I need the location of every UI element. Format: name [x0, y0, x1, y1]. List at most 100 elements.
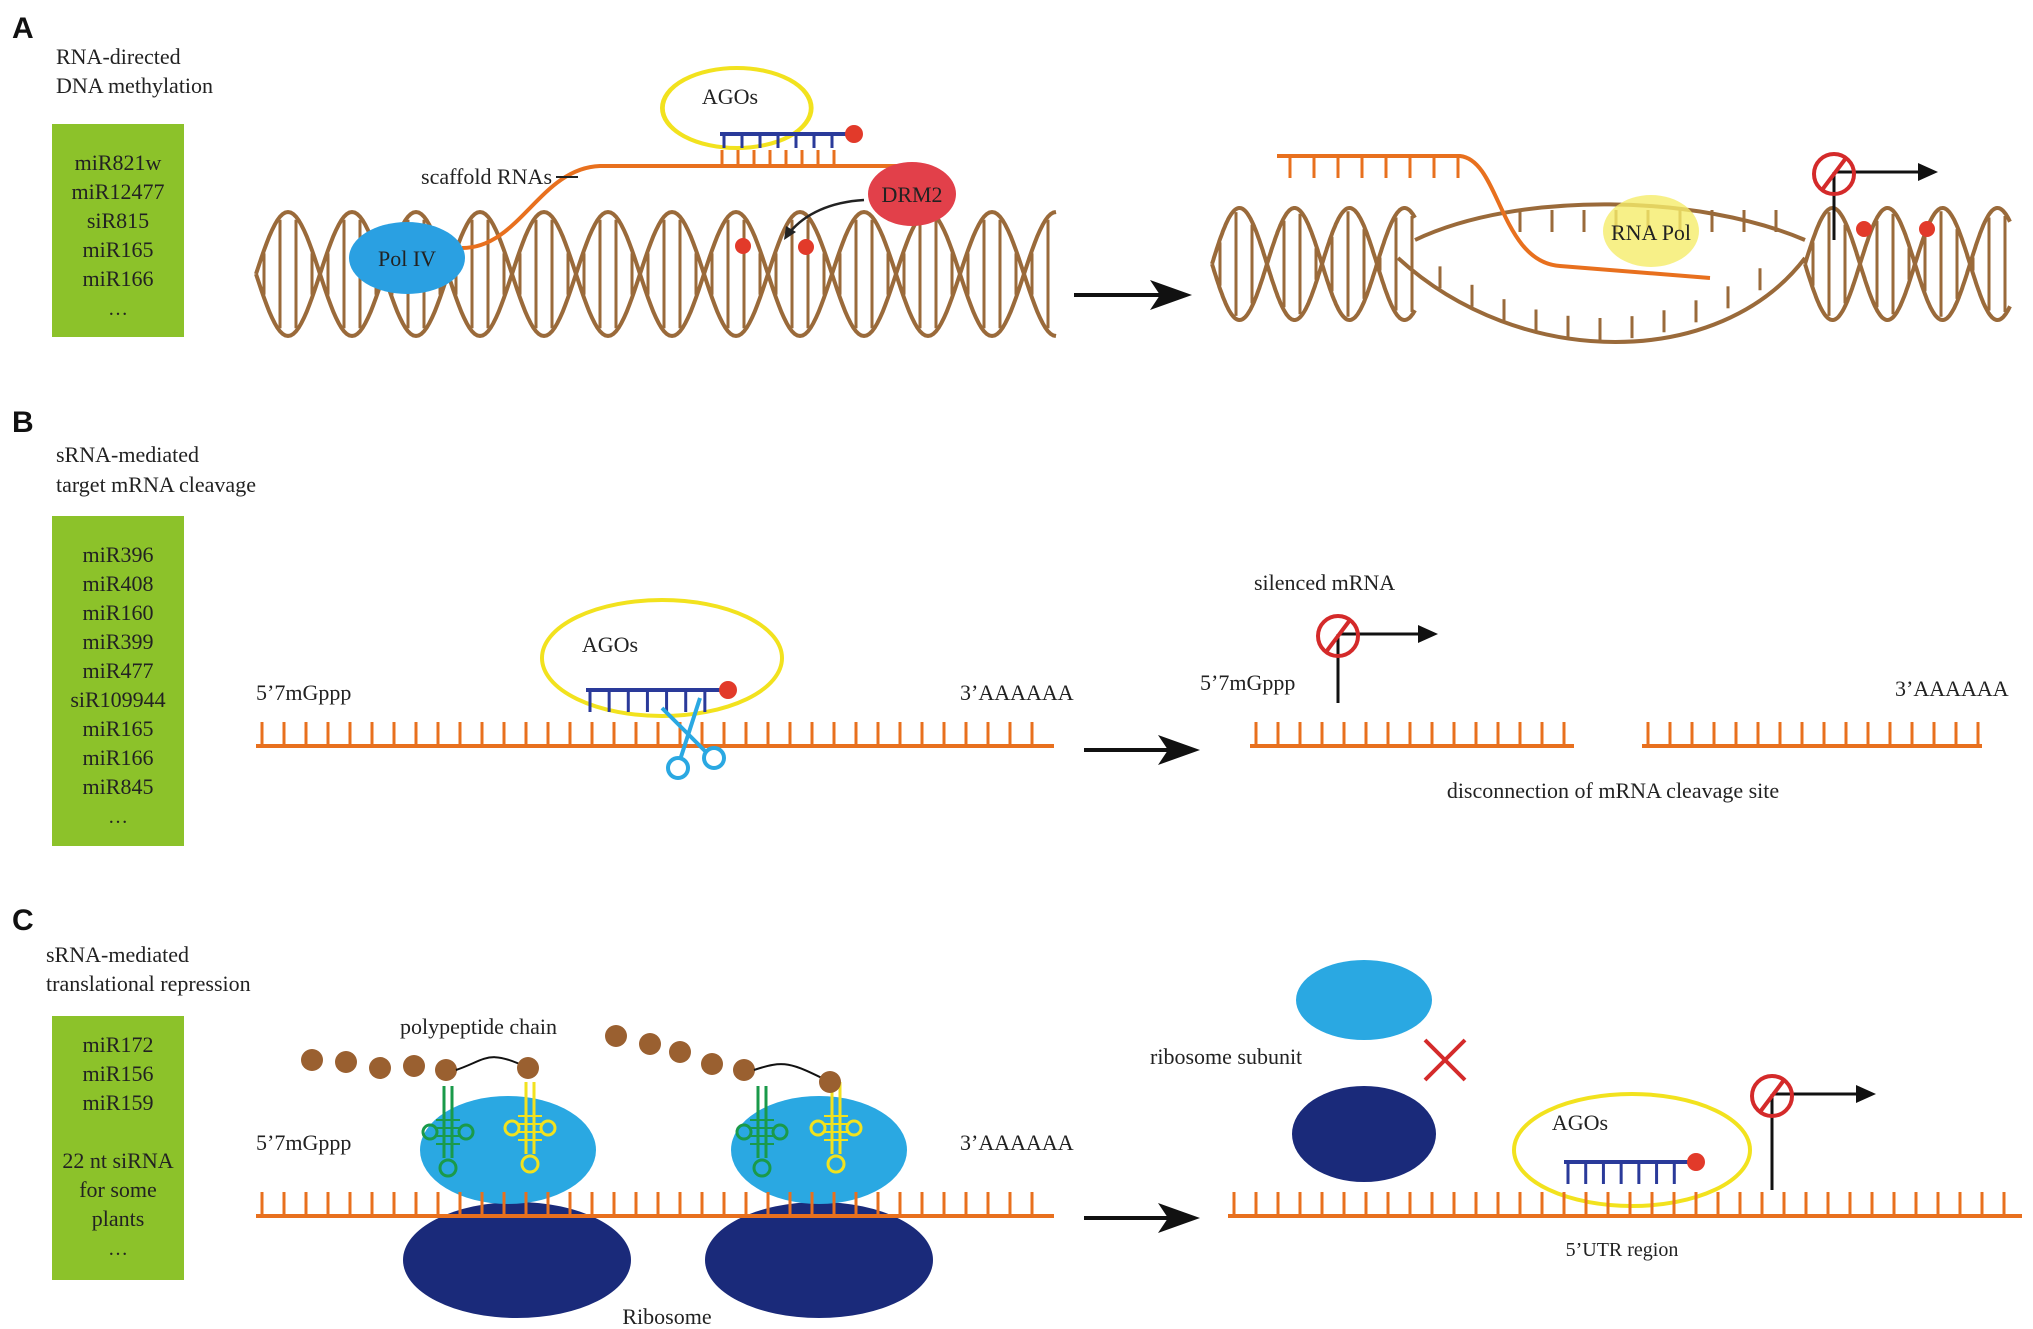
- panel-b-mirna-list: miR396 miR408 miR160 miR399 miR477 siR10…: [70, 542, 165, 828]
- peptide-bead: [733, 1059, 755, 1081]
- trna-loop: [539, 1119, 557, 1137]
- list-item: …: [108, 1238, 128, 1260]
- list-item: miR172: [83, 1032, 154, 1057]
- rna-pol-enzyme: [1603, 195, 1699, 267]
- cleaved-mrna-fragment-5prime: [1250, 722, 1574, 748]
- dna-strand: [1210, 206, 1417, 322]
- dna-double-helix-left: [254, 209, 1057, 339]
- list-item: plants: [92, 1206, 145, 1231]
- drm2-label: DRM2: [881, 182, 942, 207]
- methyl-dot: [1856, 221, 1872, 237]
- panel-c-title-line1: sRNA-mediated: [46, 942, 189, 967]
- drm2-enzyme: [868, 162, 956, 226]
- three-prime-tail-c: 3’AAAAAA: [960, 1130, 1074, 1155]
- list-item: 22 nt siRNA: [62, 1148, 173, 1173]
- rna-pol-label: RNA Pol: [1611, 220, 1691, 245]
- panel-a-letter: A: [12, 12, 34, 45]
- nascent-rna-ticks: [1288, 156, 1460, 178]
- list-item: miR165: [83, 237, 154, 262]
- list-item: miR408: [83, 571, 154, 596]
- guide-rna-a: [720, 132, 846, 148]
- agos-label-c: AGOs: [1552, 1110, 1608, 1135]
- ribosome-small-subunit: [420, 1096, 596, 1204]
- disconnection-label: disconnection of mRNA cleavage site: [1447, 778, 1779, 803]
- dna-double-helix-right: [1210, 206, 2012, 322]
- panel-a-title-line2: DNA methylation: [56, 73, 213, 98]
- trna-hairpins: [421, 1082, 863, 1178]
- polypeptide-chains: [301, 1025, 841, 1093]
- panel-c-letter: C: [12, 904, 34, 937]
- list-item: …: [108, 806, 128, 828]
- ribosome-large-subunit: [705, 1202, 933, 1318]
- list-item: miR160: [83, 600, 154, 625]
- list-item: miR821w: [75, 150, 162, 175]
- three-prime-tail-b-right: 3’AAAAAA: [1895, 676, 2009, 701]
- ribosome-large-subunit: [403, 1202, 631, 1318]
- peptide-linker: [455, 1056, 529, 1071]
- peptide-bead: [517, 1057, 539, 1079]
- agos-ring-c: [1512, 1092, 1752, 1208]
- list-item: for some: [79, 1177, 157, 1202]
- panel-b-letter: B: [12, 406, 34, 439]
- panel-c-mirna-list: miR172 miR156 miR159 22 nt siRNA for som…: [62, 1032, 173, 1260]
- trna-loop: [457, 1123, 475, 1141]
- ribosome-label: Ribosome: [622, 1304, 711, 1329]
- trna-loop: [421, 1123, 439, 1141]
- pol-iv-enzyme: [349, 222, 465, 294]
- translation-blocked-symbol-c: [1750, 1074, 1876, 1190]
- utr-region-label: 5’UTR region: [1566, 1239, 1679, 1261]
- block-icon: [1316, 614, 1360, 658]
- list-item: miR396: [83, 542, 154, 567]
- methyl-dot: [798, 239, 814, 255]
- peptide-bead: [301, 1049, 323, 1071]
- scissors-icon: [660, 697, 726, 780]
- polypeptide-chain-label: polypeptide chain: [400, 1014, 557, 1039]
- panel-a-title-line1: RNA-directed: [56, 44, 181, 69]
- list-item: miR165: [83, 716, 154, 741]
- agos-ring-a: [660, 66, 814, 150]
- peptide-bead: [701, 1053, 723, 1075]
- list-item: miR399: [83, 629, 154, 654]
- methyl-dot: [735, 238, 751, 254]
- ribosome-large-subunit-free: [1292, 1086, 1436, 1182]
- mrna-strand-c: [256, 1192, 1054, 1218]
- five-prime-cap-b-right: 5’7mGppp: [1200, 670, 1295, 695]
- trna-loop: [503, 1119, 521, 1137]
- panel-a-mirna-list: miR821w miR12477 siR815 miR165 miR166 …: [72, 150, 165, 320]
- list-item: …: [108, 298, 128, 320]
- nascent-rna-strand: [1277, 154, 1711, 280]
- mrna-strand-c-right: [1228, 1192, 2022, 1218]
- transcription-blocked-symbol-a: [1812, 152, 1938, 240]
- guide-rna-b: [586, 688, 720, 712]
- trna-loop: [735, 1123, 753, 1141]
- list-item: siR815: [87, 208, 149, 233]
- block-icon: [1750, 1074, 1794, 1118]
- peptide-bead: [403, 1055, 425, 1077]
- panel-b-title-line2: target mRNA cleavage: [56, 472, 256, 497]
- trna-loop: [752, 1158, 772, 1178]
- panel-c-title-line2: translational repression: [46, 971, 251, 996]
- guide-red-dot-c: [1687, 1153, 1705, 1171]
- peptide-linker: [753, 1063, 831, 1083]
- list-item: miR166: [83, 745, 154, 770]
- transcription-bubble-bottom: [1396, 256, 1807, 344]
- guide-red-dot-a: [845, 125, 863, 143]
- transcription-bubble-top: [1414, 202, 1806, 242]
- list-item: miR845: [83, 774, 154, 799]
- transition-arrow-a-head: [1150, 280, 1192, 310]
- guide-rna-c: [1564, 1160, 1688, 1184]
- dna-strand: [1803, 206, 2012, 322]
- ribosome-subunit-label: ribosome subunit: [1150, 1044, 1302, 1069]
- list-item: miR12477: [72, 179, 165, 204]
- trna-loop: [809, 1119, 827, 1137]
- trna-loop: [845, 1119, 863, 1137]
- cleaved-mrna-fragment-3prime: [1642, 722, 1982, 748]
- cross-icon: [1423, 1038, 1467, 1082]
- agos-label-b: AGOs: [582, 632, 638, 657]
- drm2-arrow: [789, 198, 865, 233]
- trna-loop: [438, 1158, 458, 1178]
- panel-a: A RNA-directed DNA methylation miR821w m…: [12, 12, 2012, 344]
- five-prime-cap-b: 5’7mGppp: [256, 680, 351, 705]
- trna-loop: [826, 1154, 846, 1174]
